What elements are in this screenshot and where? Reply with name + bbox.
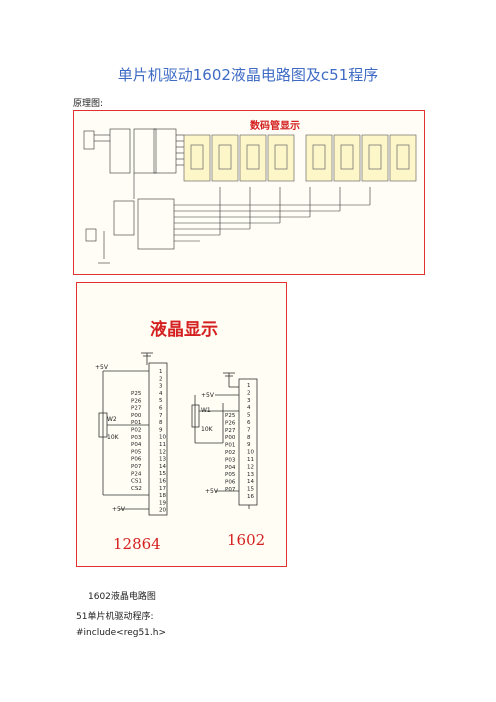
module-12864-label: 12864 bbox=[113, 535, 161, 553]
left-signal-label: CS2 bbox=[131, 486, 142, 492]
right-signal-label: P26 bbox=[225, 420, 236, 426]
right-pin-number: 15 bbox=[247, 487, 254, 493]
left-signal-label: P02 bbox=[131, 428, 141, 434]
right-pot-label: W1 bbox=[201, 407, 211, 414]
left-signal-label: P04 bbox=[131, 442, 142, 448]
left-pin-number: 6 bbox=[159, 406, 163, 412]
right-pin-number: 2 bbox=[247, 390, 251, 396]
right-pin-number: 8 bbox=[247, 435, 251, 441]
right-signal-label: P01 bbox=[225, 443, 235, 449]
right-pin-number: 16 bbox=[247, 494, 254, 500]
right-signal-label: P02 bbox=[225, 450, 235, 456]
right-pin-number: 11 bbox=[247, 457, 254, 463]
left-plus5v-label: +5V bbox=[95, 364, 109, 371]
module-1602-body bbox=[238, 378, 258, 506]
right-bottom-plus5v-label: +5V bbox=[205, 488, 219, 495]
module-12864-body bbox=[148, 362, 168, 516]
left-pin-number: 9 bbox=[159, 427, 163, 433]
left-pin-number: 2 bbox=[159, 376, 163, 382]
right-pin-number: 1 bbox=[247, 383, 251, 389]
right-pin-number: 12 bbox=[247, 464, 254, 470]
left-pin-number: 10 bbox=[159, 435, 166, 441]
right-pin-number: 7 bbox=[247, 427, 251, 433]
right-pin-number: 4 bbox=[247, 405, 251, 411]
right-pot-value: 10K bbox=[201, 426, 214, 433]
left-pin-number: 7 bbox=[159, 413, 163, 419]
right-signal-label: P07 bbox=[225, 487, 236, 493]
left-pin-number: 18 bbox=[159, 493, 166, 499]
right-pin-number: 5 bbox=[247, 413, 251, 419]
left-signal-label: P05 bbox=[131, 449, 142, 455]
left-pin-number: 15 bbox=[159, 471, 166, 477]
right-signal-label: P00 bbox=[225, 435, 236, 441]
right-signal-label: P05 bbox=[225, 472, 236, 478]
left-signal-label: P00 bbox=[131, 413, 142, 419]
left-signal-label: P03 bbox=[131, 435, 142, 441]
left-signal-label: P06 bbox=[131, 457, 142, 463]
include-line: #include<reg51.h> bbox=[76, 628, 166, 638]
left-pot-label: W2 bbox=[107, 416, 117, 423]
right-pin-number: 3 bbox=[247, 398, 251, 404]
schematic-label: 原理图: bbox=[73, 99, 104, 109]
left-signal-label: P24 bbox=[131, 471, 142, 477]
left-pin-number: 1 bbox=[159, 369, 163, 375]
left-pin-number: 16 bbox=[159, 479, 166, 485]
left-pin-number: 4 bbox=[159, 391, 163, 397]
right-plus5v-label: +5V bbox=[201, 392, 215, 399]
left-signal-label: P26 bbox=[131, 398, 142, 404]
left-signal-label: P07 bbox=[131, 464, 142, 470]
figure-caption: 1602液晶电路图 bbox=[88, 592, 156, 602]
left-pin-number: 13 bbox=[159, 457, 166, 463]
left-pin-number: 20 bbox=[159, 508, 166, 514]
page-title: 单片机驱动1602液晶电路图及c51程序 bbox=[117, 66, 379, 84]
right-signal-label: P03 bbox=[225, 457, 236, 463]
segment-display-schematic: 数码管显示 bbox=[73, 110, 425, 275]
right-signal-label: P04 bbox=[225, 465, 236, 471]
left-signal-label: P25 bbox=[131, 391, 142, 397]
segment-heading: 数码管显示 bbox=[250, 119, 300, 132]
right-pin-number: 9 bbox=[247, 442, 251, 448]
lcd-heading: 液晶显示 bbox=[150, 319, 218, 340]
right-signal-label: P06 bbox=[225, 480, 236, 486]
right-pin-number: 10 bbox=[247, 450, 254, 456]
left-pin-number: 5 bbox=[159, 398, 163, 404]
left-pin-number: 17 bbox=[159, 486, 166, 492]
left-signal-label: CS1 bbox=[131, 479, 142, 485]
driver-program-label: 51单片机驱动程序: bbox=[76, 612, 154, 622]
right-pin-number: 6 bbox=[247, 420, 251, 426]
left-pin-number: 14 bbox=[159, 464, 166, 470]
left-pin-number: 12 bbox=[159, 449, 166, 455]
left-signal-label: P27 bbox=[131, 406, 142, 412]
segment-schematic-drawing: 数码管显示 bbox=[83, 119, 417, 264]
right-signal-label: P27 bbox=[225, 428, 236, 434]
left-signal-label: P01 bbox=[131, 420, 141, 426]
left-bottom-plus5v-label: +5V bbox=[112, 506, 126, 513]
left-pin-number: 11 bbox=[159, 442, 166, 448]
right-signal-label: P25 bbox=[225, 413, 236, 419]
right-pin-number: 14 bbox=[247, 479, 254, 485]
left-pin-number: 19 bbox=[159, 500, 166, 506]
right-pin-number: 13 bbox=[247, 472, 254, 478]
left-pot-value: 10K bbox=[107, 434, 120, 441]
left-pin-number: 3 bbox=[159, 384, 163, 390]
left-pin-number: 8 bbox=[159, 420, 163, 426]
module-1602-label: 1602 bbox=[227, 531, 265, 549]
